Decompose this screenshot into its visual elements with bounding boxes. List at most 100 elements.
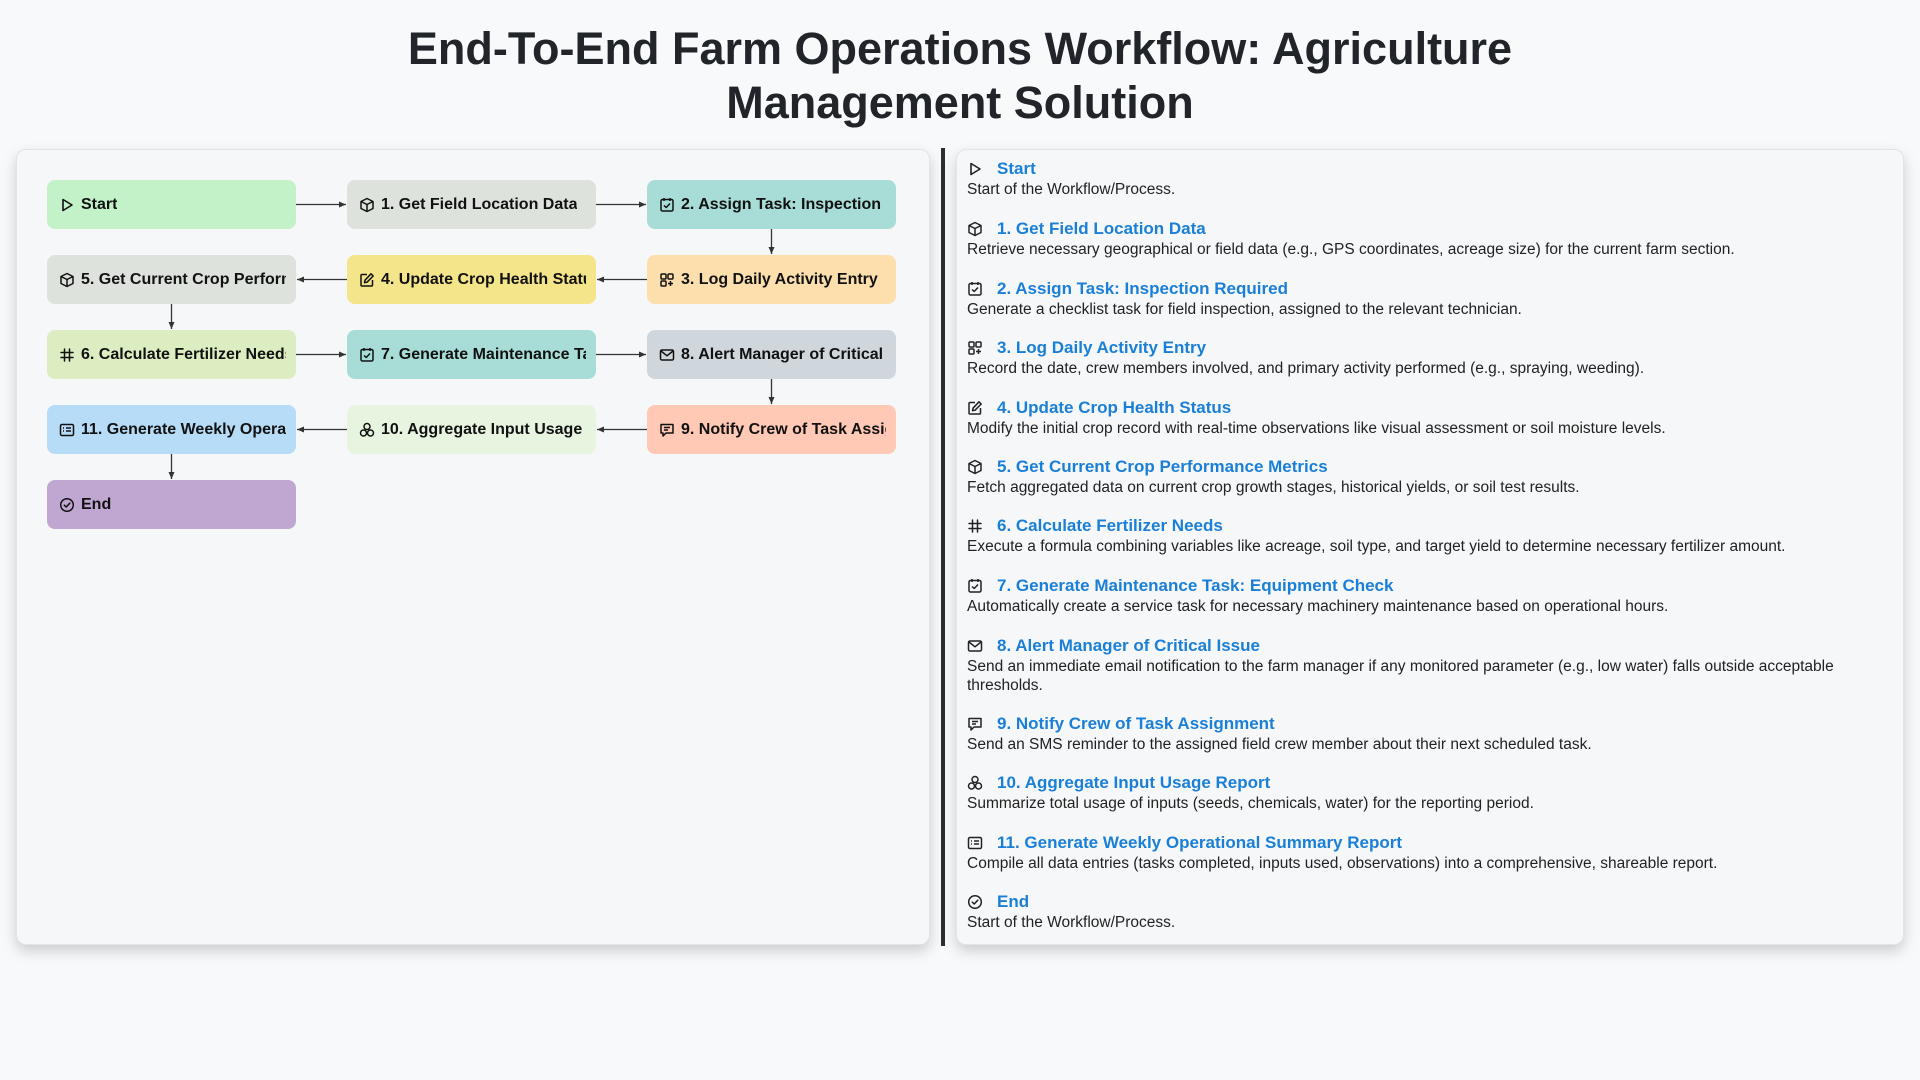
flow-node-label: 5. Get Current Crop Performance Metrics [81,270,286,288]
description-text: Retrieve necessary geographical or field… [967,241,1735,258]
flow-node-n4[interactable]: 4. Update Crop Health Status [347,255,596,304]
description-header: 4. Update Crop Health Status [967,398,1897,418]
description-title[interactable]: 6. Calculate Fertilizer Needs [997,516,1223,535]
description-title[interactable]: 10. Aggregate Input Usage Report [997,773,1271,792]
flow-node-n11[interactable]: 11. Generate Weekly Operational Summary … [47,405,296,454]
description-title[interactable]: 9. Notify Crew of Task Assignment [997,714,1275,733]
flow-node-n8[interactable]: 8. Alert Manager of Critical Issue [647,330,896,379]
description-title[interactable]: 3. Log Daily Activity Entry [997,338,1207,357]
description-title[interactable]: 8. Alert Manager of Critical Issue [997,636,1260,655]
flow-node-n9[interactable]: 9. Notify Crew of Task Assignment [647,405,896,454]
flow-node-label: 4. Update Crop Health Status [381,270,586,288]
flow-node-label: End [81,495,112,513]
message-icon [967,716,983,732]
description-text: Send an SMS reminder to the assigned fie… [967,736,1592,753]
grid-icon [659,272,675,288]
cube-icon [59,272,75,288]
description-item: 11. Generate Weekly Operational Summary … [967,833,1897,873]
description-title[interactable]: 7. Generate Maintenance Task: Equipment … [997,576,1394,595]
description-title[interactable]: 2. Assign Task: Inspection Required [997,279,1288,298]
flow-node-label: 11. Generate Weekly Operational Summary … [81,420,286,438]
flow-node-label: 8. Alert Manager of Critical Issue [681,345,886,363]
description-header: 2. Assign Task: Inspection Required [967,279,1897,299]
checkbox-icon [359,347,375,363]
play-icon [967,161,983,177]
flow-node-end[interactable]: End [47,480,296,529]
play-icon [59,197,75,213]
grid-icon [967,340,983,356]
flow-node-n2[interactable]: 2. Assign Task: Inspection [647,180,896,229]
flow-node-n10[interactable]: 10. Aggregate Input Usage Report [347,405,596,454]
description-text: Summarize total usage of inputs (seeds, … [967,795,1534,812]
cube-icon [967,221,983,237]
cube-icon [967,459,983,475]
description-header: Start [967,159,1897,179]
description-text: Record the date, crew members involved, … [967,360,1645,377]
panel-divider[interactable] [941,148,945,946]
description-text: Execute a formula combining variables li… [967,538,1786,555]
flow-node-label: Start [81,195,118,213]
flow-node-label: 10. Aggregate Input Usage Report [381,420,586,438]
flow-node-label: 1. Get Field Location Data [381,195,578,213]
description-header: 8. Alert Manager of Critical Issue [967,636,1897,656]
description-title[interactable]: 1. Get Field Location Data [997,219,1206,238]
description-header: 6. Calculate Fertilizer Needs [967,516,1897,536]
page-title: End-To-End Farm Operations Workflow: Agr… [0,22,1920,130]
checkbox-icon [967,578,983,594]
description-text: Modify the initial crop record with real… [967,420,1666,437]
description-header: 10. Aggregate Input Usage Report [967,773,1897,793]
flow-node-n3[interactable]: 3. Log Daily Activity Entry [647,255,896,304]
description-header: 11. Generate Weekly Operational Summary … [967,833,1897,853]
stack-icon [967,775,983,791]
stack-icon [359,422,375,438]
hash-icon [59,347,75,363]
page-title-line-1: End-To-End Farm Operations Workflow: Agr… [407,23,1513,74]
flow-node-n1[interactable]: 1. Get Field Location Data [347,180,596,229]
hash-icon [967,518,983,534]
flow-node-n6[interactable]: 6. Calculate Fertilizer Needs [47,330,296,379]
page-title-line-2: Management Solution [726,77,1194,128]
description-title[interactable]: 11. Generate Weekly Operational Summary … [997,833,1403,852]
list-icon [59,422,75,438]
message-icon [659,422,675,438]
description-item: 7. Generate Maintenance Task: Equipment … [967,576,1897,616]
description-text: Start of the Workflow/Process. [967,914,1176,931]
description-panel [956,149,1904,945]
check-circle-icon [967,894,983,910]
flow-node-label: 7. Generate Maintenance Task: Equipment … [381,345,586,363]
description-title[interactable]: Start [997,159,1036,178]
description-header: 1. Get Field Location Data [967,219,1897,239]
description-title[interactable]: End [997,892,1030,911]
flow-node-label: 9. Notify Crew of Task Assignment [681,420,886,438]
description-title[interactable]: 4. Update Crop Health Status [997,398,1232,417]
flow-node-label: 2. Assign Task: Inspection [681,195,882,213]
flow-node-label: 6. Calculate Fertilizer Needs [81,345,286,363]
description-text: Generate a checklist task for field insp… [967,301,1522,318]
description-text: Send an immediate email notification to … [967,658,1834,694]
flow-node-n5[interactable]: 5. Get Current Crop Performance Metrics [47,255,296,304]
edit-icon [359,272,375,288]
flow-node-start[interactable]: Start [47,180,296,229]
check-circle-icon [59,497,75,513]
checkbox-icon [967,281,983,297]
description-text: Automatically create a service task for … [967,598,1669,615]
description-header: End [967,892,1897,912]
edit-icon [967,400,983,416]
description-text: Start of the Workflow/Process. [967,181,1176,198]
description-text: Compile all data entries (tasks complete… [967,855,1718,872]
list-icon [967,835,983,851]
description-title[interactable]: 5. Get Current Crop Performance Metrics [997,457,1328,476]
description-header: 3. Log Daily Activity Entry [967,338,1897,358]
checkbox-icon [659,197,675,213]
flow-node-n7[interactable]: 7. Generate Maintenance Task: Equipment … [347,330,596,379]
description-header: 7. Generate Maintenance Task: Equipment … [967,576,1897,596]
